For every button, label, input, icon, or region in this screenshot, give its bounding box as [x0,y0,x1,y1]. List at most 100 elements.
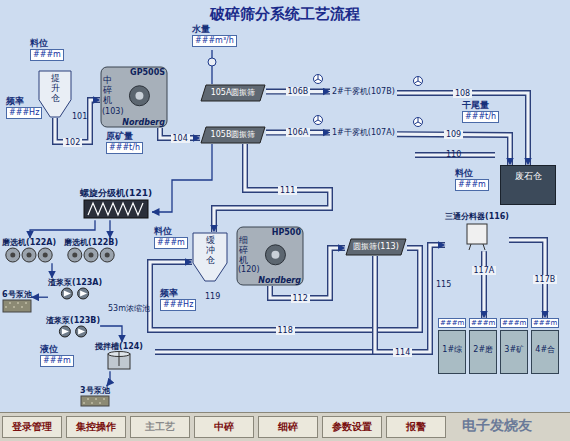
agitation-tank: 搅拌槽(124) [95,342,143,371]
callout-number: 110 [446,150,461,159]
menu-button: 登录管理 [2,416,62,438]
cone-crusher: HP500细碎机(120)Nordberg [236,226,304,286]
slurry-texture [5,306,7,308]
label-text: (103) [102,107,124,116]
label-text: 1#综 [438,330,466,374]
vibrating-screen: 105B圆振筛 [200,126,266,144]
pool-basin [81,396,109,406]
diagram-title: 破碎筛分系统工艺流程 [0,5,570,24]
meter-readout: 液位###m [40,344,74,367]
label-text: HP500 [272,228,301,237]
feed-hopper: 提升仓 [38,70,72,118]
label-text: 水量 [192,24,237,34]
crusher-head [135,92,143,100]
conveyor-number: 106B [286,87,311,96]
conveyor-number: 102 [63,138,82,147]
conveyor-number: 109 [444,130,463,139]
slurry-texture [91,402,93,404]
label-text: 报警 [406,421,426,433]
label-text: 主工艺 [145,421,175,433]
conveyor-band [397,93,528,165]
connector-line [482,251,485,318]
label-text: 干尾量 [462,100,499,110]
label-text: 缓冲仓 [206,236,215,266]
mill-hub [43,253,48,258]
callout-number: 53m浓缩池 [108,304,150,313]
meter-readout: 原矿量###t/h [106,131,143,154]
label-text: 螺旋分级机(121) [80,188,152,198]
splitter-chute [469,244,485,250]
label-text: 料位 [154,226,188,236]
menu-button: 主工艺 [130,416,190,438]
connector-line [397,93,528,165]
mill-hub [89,253,94,258]
label-text: 渣浆泵(123B) [46,316,100,325]
conveyor-band [155,350,375,353]
label-text: 液位 [40,344,74,354]
connector-line [214,144,330,232]
pump-arrow [64,291,71,297]
slurry-texture [95,398,97,400]
fan-icon [314,75,423,127]
pump-arrow [80,291,87,297]
spiral-classifier: 螺旋分级机(121) [80,188,152,220]
pump-icon [76,326,87,337]
storage-bin: ###m 4#合 [531,318,559,374]
label-text: 原矿量 [106,131,143,141]
crusher-head [271,251,279,259]
conveyor-number: 117A [472,266,497,275]
meter-readout: 料位###m [154,226,188,249]
label-text: 细碎 [278,421,298,433]
flow-line [30,220,95,238]
mill-group: 磨选机(122B) [64,238,118,263]
mill-drum [38,248,52,262]
agitator-shaft [119,352,120,366]
label-text: ###m [30,49,64,60]
pump-icon [78,288,89,299]
hopper-outline [193,233,227,281]
label-text: 105A圆振筛 [211,88,256,97]
mill-drum [22,248,36,262]
menu-button: 参数设置 [322,416,382,438]
label-text: ###m [154,237,188,248]
screen-deck [201,85,265,101]
label-text: 3#矿 [500,330,528,374]
vibrating-screen: 105A圆振筛 [200,84,266,102]
mill-drum [84,248,98,262]
conveyor-band [375,245,445,352]
label-text: 废石仓 [515,171,542,181]
menu-button: 细碎 [258,416,318,438]
menu-button: 中碎 [194,416,254,438]
menu-button: 报警 [386,416,446,438]
crusher-head [129,86,149,106]
conveyor [214,144,330,232]
label-text: ###t/h [106,142,143,153]
connector-line [375,245,445,352]
dry-fog-unit: 1#干雾机(107A) [330,128,397,137]
conveyor-band [155,349,375,355]
label-text: 渣浆泵(123A) [48,278,102,287]
conveyor-number: 118 [276,326,295,335]
label-text: 三通分料器(116) [445,212,509,221]
conveyor-number: 112 [291,294,310,303]
cone-crusher: GP500S中碎机(103)Nordberg [100,66,168,128]
classifier-spiral [88,203,143,215]
conveyor [375,245,445,352]
label-text: 2#干雾机(107B) [330,87,397,96]
hopper-outline [39,71,71,117]
label-text: 4#合 [531,330,559,374]
connector-line [100,326,122,342]
label-text: 3号泵池 [80,386,110,395]
mill-hub [27,253,32,258]
label-text: 105B圆振筛 [211,130,256,139]
screen-deck [201,127,265,143]
label-text: ###m [500,318,528,328]
label-text: 中碎 [214,421,234,433]
conveyor-number: 111 [278,186,297,195]
label-text: ###m [531,318,559,328]
connector-line [51,263,52,278]
watermark: 电子发烧友 [462,417,532,433]
slurry-texture [9,302,11,304]
label-text: 磨选机(122B) [64,238,118,247]
